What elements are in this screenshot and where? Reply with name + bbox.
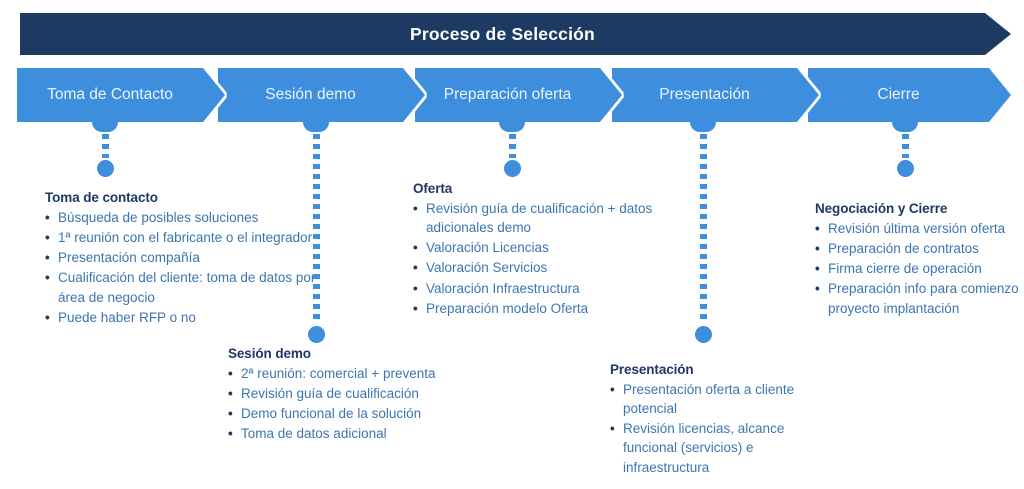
connector-end-dot bbox=[307, 326, 325, 343]
bullet-item: Preparación info para comienzo proyecto … bbox=[815, 279, 1024, 317]
detail-heading: Presentación bbox=[610, 362, 694, 377]
detail-bullet-list: Revisión guía de cualificación + datos a… bbox=[413, 199, 673, 318]
stage-label: Presentación bbox=[659, 86, 750, 103]
chevron-arrow-shape: Preparación oferta bbox=[415, 68, 622, 122]
connector-tab bbox=[690, 122, 716, 132]
detail-heading: Toma de contacto bbox=[45, 190, 158, 205]
detail-heading: Oferta bbox=[413, 181, 453, 196]
bullet-item: Presentación oferta a cliente potencial bbox=[610, 380, 842, 418]
bullet-item: Firma cierre de operación bbox=[815, 259, 1024, 278]
stage-label: Toma de Contacto bbox=[47, 86, 173, 103]
bullet-item: 1ª reunión con el fabricante o el integr… bbox=[45, 228, 317, 247]
stage-detail-negociacion-cierre: Negociación y Cierre Revisión última ver… bbox=[815, 201, 1024, 319]
page-title: Proceso de Selección bbox=[410, 23, 595, 44]
stage-chevron-cierre: Cierre bbox=[808, 68, 1011, 122]
bullet-item: Valoración Servicios bbox=[413, 258, 673, 277]
stage-chevron-preparacion-oferta: Preparación oferta bbox=[415, 68, 622, 122]
stage-chevron-presentacion: Presentación bbox=[612, 68, 819, 122]
connector-cierre bbox=[892, 122, 918, 177]
detail-heading: Negociación y Cierre bbox=[815, 201, 948, 216]
connector-tab bbox=[303, 122, 329, 132]
connector-tab bbox=[92, 122, 118, 132]
connector-end-dot bbox=[503, 160, 521, 177]
bullet-item: Puede haber RFP o no bbox=[45, 308, 317, 327]
stage-label: Sesión demo bbox=[265, 86, 356, 103]
bullet-item: Valoración Licencias bbox=[413, 238, 673, 257]
connector-tab bbox=[499, 122, 525, 132]
connector-dashed-line bbox=[508, 134, 516, 158]
connector-toma-de-contacto bbox=[92, 122, 118, 177]
bullet-item: Revisión guía de cualificación bbox=[228, 384, 513, 403]
connector-sesion-demo bbox=[303, 122, 329, 343]
stage-chevron-toma-de-contacto: Toma de Contacto bbox=[17, 68, 225, 122]
stage-label: Preparación oferta bbox=[443, 86, 572, 103]
bullet-item: Presentación compañía bbox=[45, 248, 317, 267]
connector-end-dot bbox=[896, 160, 914, 177]
chevron-arrow-shape: Presentación bbox=[612, 68, 819, 122]
detail-heading: Sesión demo bbox=[228, 346, 311, 361]
bullet-item: Demo funcional de la solución bbox=[228, 404, 513, 423]
bullet-item: Revisión última versión oferta bbox=[815, 219, 1024, 238]
connector-end-dot bbox=[694, 326, 712, 343]
connector-dashed-line bbox=[101, 134, 109, 158]
stage-label: Cierre bbox=[877, 86, 920, 103]
connector-end-dot bbox=[96, 160, 114, 177]
detail-bullet-list: 2ª reunión: comercial + preventaRevisión… bbox=[228, 364, 513, 444]
detail-bullet-list: Revisión última versión ofertaPreparació… bbox=[815, 219, 1024, 318]
chevron-arrow-shape: Cierre bbox=[808, 68, 1011, 122]
chevron-arrow-shape: Sesión demo bbox=[218, 68, 425, 122]
bullet-item: Preparación modelo Oferta bbox=[413, 299, 673, 318]
stage-chevron-sesion-demo: Sesión demo bbox=[218, 68, 425, 122]
stage-detail-toma-de-contacto: Toma de contacto Búsqueda de posibles so… bbox=[45, 190, 317, 328]
stage-detail-sesion-demo: Sesión demo 2ª reunión: comercial + prev… bbox=[228, 346, 513, 445]
connector-dashed-line bbox=[699, 134, 707, 324]
bullet-item: Revisión licencias, alcance funcional (s… bbox=[610, 419, 842, 476]
stage-detail-oferta: Oferta Revisión guía de cualificación + … bbox=[413, 181, 673, 319]
detail-bullet-list: Presentación oferta a cliente potencialR… bbox=[610, 380, 842, 477]
bullet-item: Búsqueda de posibles soluciones bbox=[45, 208, 317, 227]
bullet-item: Preparación de contratos bbox=[815, 239, 1024, 258]
stage-detail-presentacion: Presentación Presentación oferta a clien… bbox=[610, 362, 842, 478]
detail-bullet-list: Búsqueda de posibles soluciones1ª reunió… bbox=[45, 208, 317, 327]
bullet-item: Toma de datos adicional bbox=[228, 424, 513, 443]
connector-dashed-line bbox=[312, 134, 320, 324]
connector-dashed-line bbox=[901, 134, 909, 158]
connector-tab bbox=[892, 122, 918, 132]
title-banner: Proceso de Selección bbox=[20, 13, 1011, 55]
connector-presentacion bbox=[690, 122, 716, 343]
bullet-item: Revisión guía de cualificación + datos a… bbox=[413, 199, 673, 237]
bullet-item: Valoración Infraestructura bbox=[413, 279, 673, 298]
connector-preparacion-oferta bbox=[499, 122, 525, 177]
bullet-item: 2ª reunión: comercial + preventa bbox=[228, 364, 513, 383]
bullet-item: Cualificación del cliente: toma de datos… bbox=[45, 268, 317, 306]
chevron-arrow-shape: Toma de Contacto bbox=[17, 68, 225, 122]
